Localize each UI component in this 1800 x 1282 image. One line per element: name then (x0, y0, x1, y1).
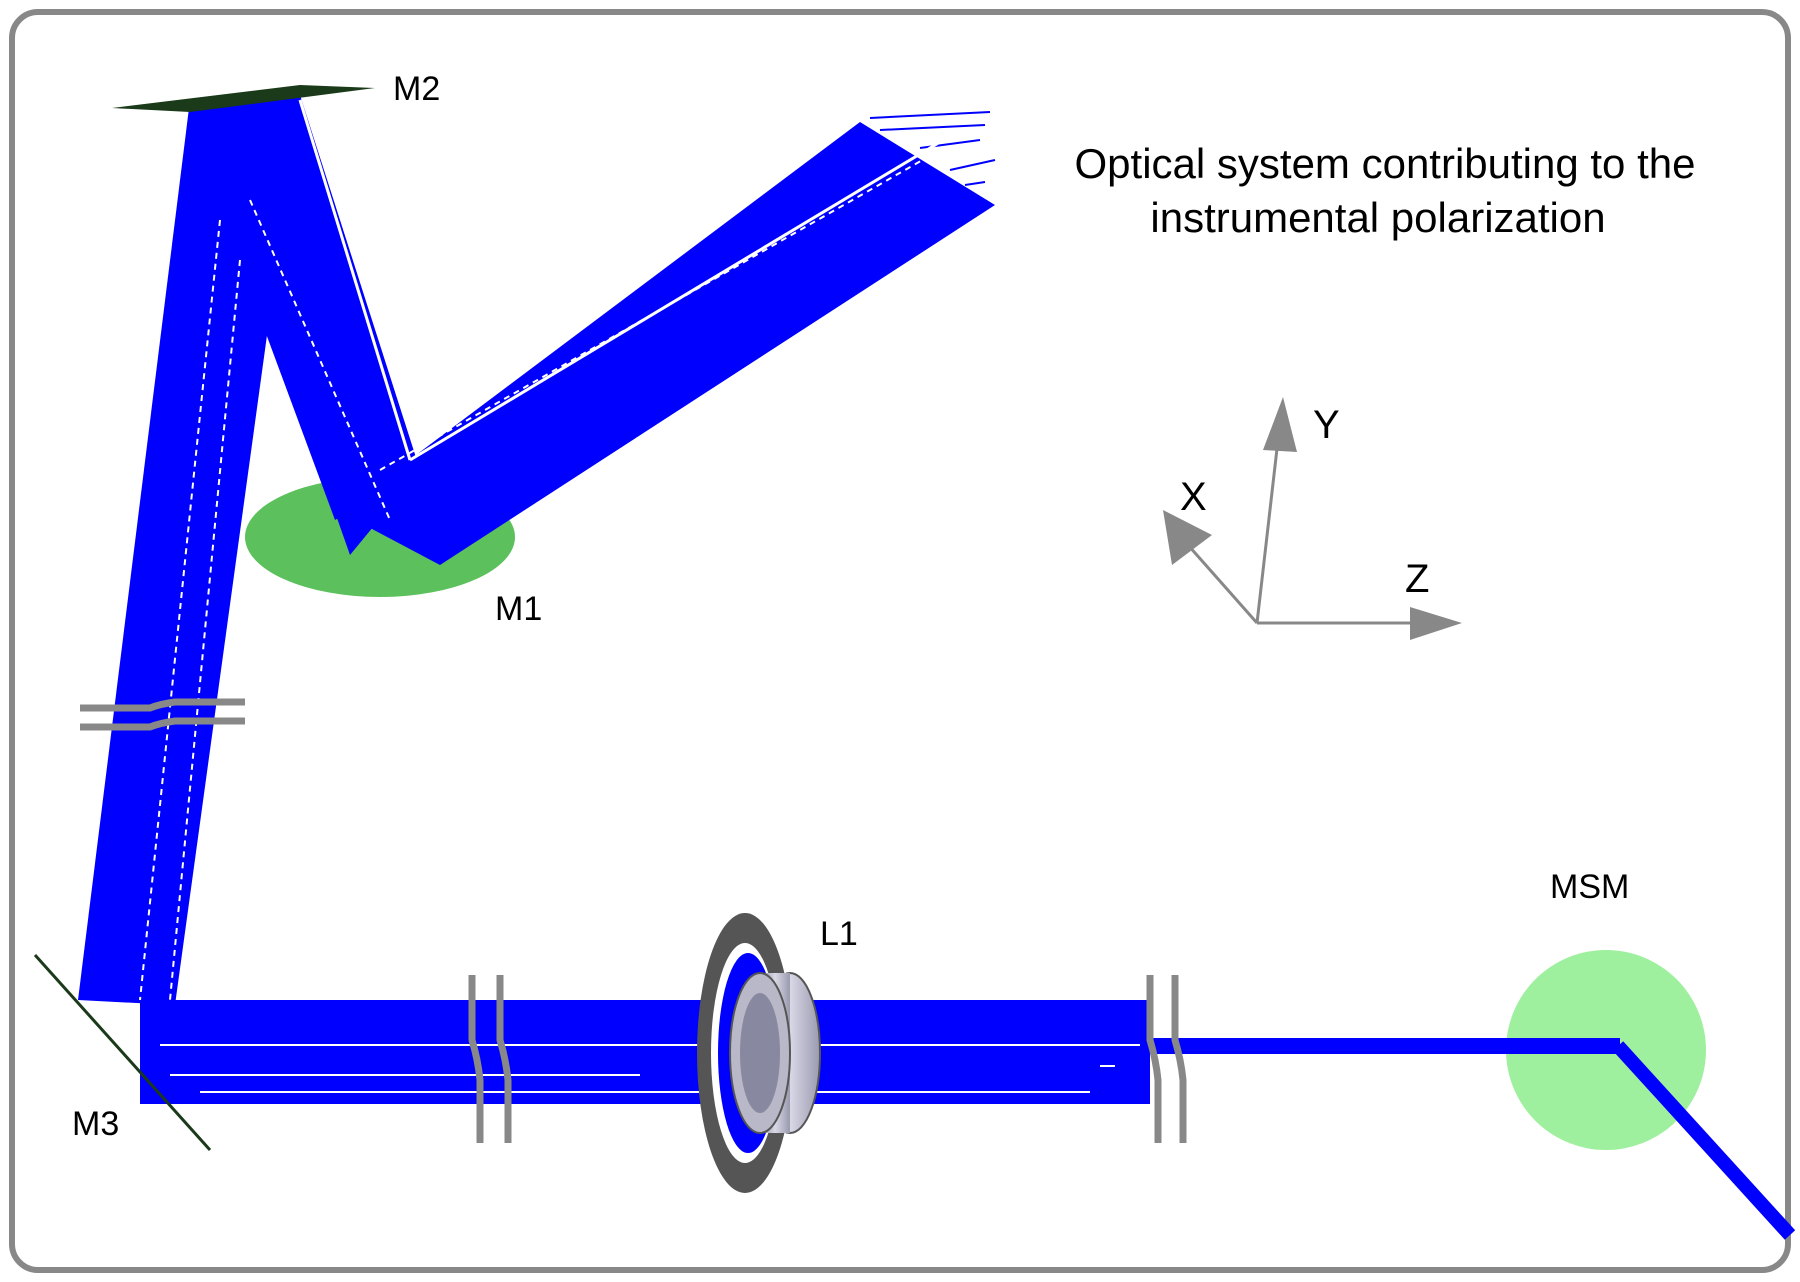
mirror-m2 (112, 85, 375, 112)
title-line-1: Optical system contributing to the (1075, 140, 1696, 187)
beam-m2-to-m3 (78, 95, 300, 1005)
title-line-2: instrumental polarization (1150, 194, 1605, 241)
label-msm: MSM (1550, 868, 1629, 906)
label-m2: M2 (393, 70, 440, 108)
label-l1: L1 (820, 915, 858, 953)
beam-msm-out (1612, 1041, 1796, 1240)
label-m1: M1 (495, 590, 542, 628)
beam-to-msm (1150, 1038, 1620, 1054)
break-mark-horizontal-2 (1146, 975, 1187, 1143)
axis-label-z: Z (1405, 557, 1429, 601)
axis-x-arrowhead (1163, 510, 1212, 565)
light-beam (78, 95, 1796, 1240)
break-mark-horizontal-1 (468, 975, 512, 1143)
label-m3: M3 (72, 1105, 119, 1143)
axis-y-arrowhead (1263, 397, 1297, 452)
axis-triad (1163, 397, 1462, 640)
diagram-border (9, 9, 1791, 1273)
break-mark-vertical (80, 698, 245, 731)
mirror-m3 (33, 953, 212, 1152)
beam-incoming (340, 122, 995, 565)
beam-m3-to-l1 (140, 1000, 1150, 1104)
axis-label-x: X (1180, 475, 1207, 519)
axis-label-y: Y (1313, 403, 1340, 447)
axis-y-line (1255, 439, 1280, 624)
axis-z-arrowhead (1410, 607, 1462, 640)
axis-x-line (1186, 544, 1259, 624)
lens-l1 (697, 913, 821, 1193)
